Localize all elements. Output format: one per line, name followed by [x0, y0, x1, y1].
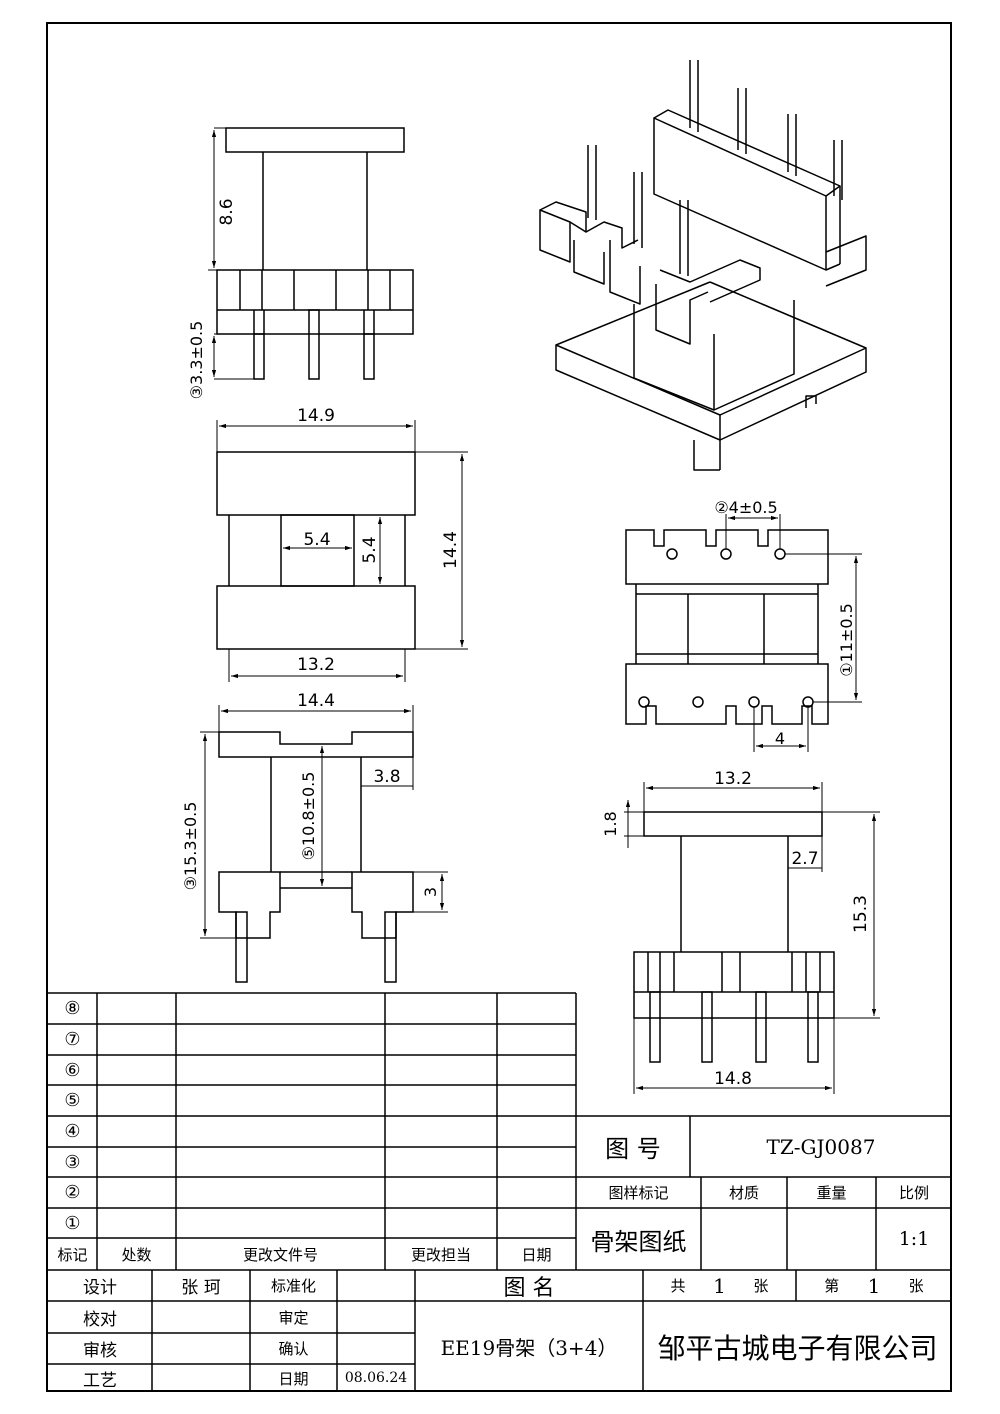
dim-front-flange: 1.8: [601, 811, 620, 836]
col-material: 材质: [728, 1184, 759, 1202]
dim-front-base: 14.8: [714, 1069, 752, 1089]
dim-inner-height: ⑤10.8±0.5: [299, 772, 318, 861]
date-label: 日期: [278, 1369, 309, 1388]
drawing-name-label: 图 名: [503, 1275, 555, 1301]
bottom-block-grid: [48, 1270, 952, 1392]
total-label: 共: [670, 1277, 686, 1295]
dim-pin-pitch: ②4±0.5: [714, 498, 777, 517]
drawing-number: TZ-GJ0087: [766, 1134, 876, 1159]
view-bottom: [625, 514, 862, 752]
rev-row-1: ①: [64, 1212, 81, 1234]
rev-row-5: ⑤: [64, 1090, 81, 1111]
col-scale: 比例: [898, 1184, 929, 1202]
date-value: 08.06.24: [344, 1370, 408, 1386]
sheet-label: 第: [824, 1277, 840, 1295]
rev-row-6: ⑥: [64, 1059, 81, 1081]
sheet-value: 1: [867, 1273, 881, 1298]
dim-pin-span: ①11±0.5: [837, 603, 856, 677]
part-name: EE19骨架（3+4）: [440, 1336, 618, 1360]
drawing-frame: [46, 22, 952, 1392]
document-name: 骨架图纸: [590, 1227, 687, 1256]
rev-header-doc: 更改文件号: [242, 1245, 318, 1264]
company-name: 邹平古城电子有限公司: [657, 1331, 938, 1365]
dim-side-width: 14.4: [297, 691, 335, 711]
review-label: 审核: [83, 1341, 117, 1361]
dim-pitch-4: 4: [775, 729, 785, 748]
dim-pin-length: ③3.3±0.5: [187, 321, 206, 400]
dim-top-width: 14.9: [297, 406, 335, 426]
dim-side-step: 3.8: [373, 767, 400, 787]
rev-header-owner: 更改担当: [410, 1245, 471, 1264]
dim-top-height: 8.6: [217, 198, 237, 225]
total-value: 1: [713, 1273, 726, 1298]
designer-name: 张 珂: [181, 1278, 221, 1298]
view-side: [200, 705, 448, 983]
col-drawing-mark: 图样标记: [608, 1184, 669, 1202]
col-weight: 重量: [816, 1184, 847, 1202]
dim-side-base: 3: [421, 887, 440, 897]
rev-header-date: 日期: [521, 1245, 552, 1264]
dim-front-width: 13.2: [714, 769, 752, 789]
confirm-label: 确认: [278, 1340, 309, 1358]
dim-window-width: 5.4: [303, 530, 330, 550]
dim-side-height: ③15.3±0.5: [181, 802, 200, 891]
sheet-total: 共 1 张: [643, 1270, 796, 1301]
revision-table-grid: [48, 992, 952, 1271]
approve-label: 审定: [278, 1308, 309, 1327]
dim-front-height: 15.3: [851, 895, 871, 933]
sheet-number: 第 1 张: [796, 1270, 952, 1301]
rev-row-3: ③: [64, 1151, 81, 1173]
view-front: [624, 782, 880, 1094]
rev-header-count: 处数: [121, 1245, 152, 1264]
dim-bottom-width: 13.2: [297, 655, 335, 675]
dim-window-height: 5.4: [360, 536, 380, 563]
design-label: 设计: [83, 1278, 117, 1298]
rev-row-2: ②: [64, 1182, 81, 1203]
rev-row-4: ④: [64, 1121, 81, 1142]
rev-header-mark: 标记: [57, 1245, 88, 1264]
view-plan: [216, 420, 468, 682]
dim-front-offset: 2.7: [791, 849, 818, 869]
view-isometric: [539, 60, 867, 471]
rev-row-7: ⑦: [64, 1029, 81, 1050]
sheet-unit: 张: [908, 1277, 924, 1295]
standard-label: 标准化: [270, 1277, 316, 1295]
view-elevation-top: [208, 127, 414, 380]
scale-value: 1:1: [898, 1228, 930, 1250]
check-label: 校对: [83, 1309, 117, 1330]
drawing-number-label: 图 号: [605, 1135, 661, 1163]
dim-overall-height: 14.4: [441, 531, 461, 569]
title-block-grid: [576, 1115, 952, 1270]
total-unit: 张: [753, 1277, 769, 1295]
process-label: 工艺: [83, 1370, 117, 1391]
rev-row-8: ⑧: [64, 998, 81, 1019]
